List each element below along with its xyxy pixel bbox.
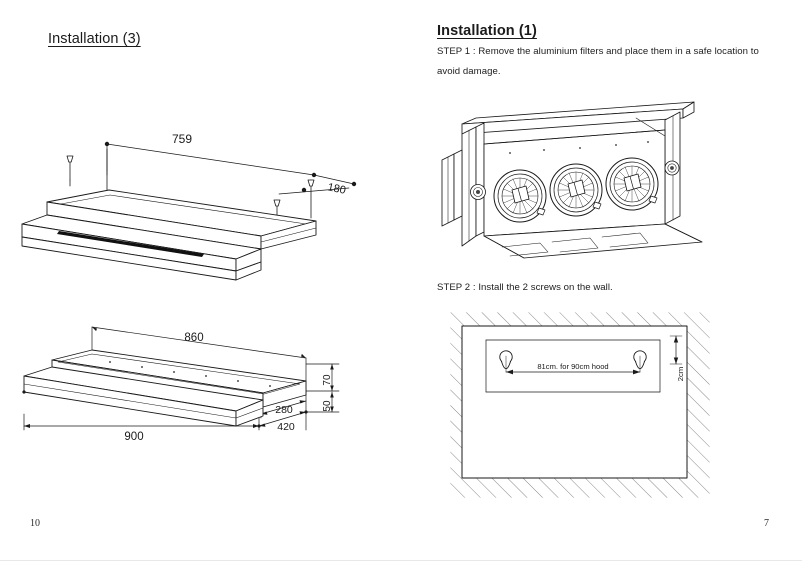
keyhole-screw-left: [499, 350, 513, 373]
blower-fan-assembly-2: [549, 163, 603, 217]
dimension-label-759: 759: [172, 132, 192, 146]
dimension-vertical-2cm: [669, 335, 683, 365]
hood-outline-guide: [485, 339, 661, 393]
dimension-label-900: 900: [124, 431, 143, 443]
dimension-180-leaders: [278, 174, 357, 195]
hood-body: [46, 201, 317, 250]
dimension-900: [23, 413, 260, 431]
dimension-50: [305, 391, 340, 413]
keyhole-screw-right: [633, 350, 647, 373]
hood-base-slab: [21, 236, 262, 281]
label-screw-spacing: 81cm. for 90cm hood: [537, 362, 608, 371]
page-title-right: Installation (1): [437, 23, 537, 39]
hinge-boss-left: [470, 184, 486, 200]
corner-markers: [22, 390, 308, 428]
figure-hood-overall-dimensions: 860 900 280 420 70 50: [14, 318, 374, 443]
dimension-label-70: 70: [322, 374, 333, 386]
figure-wall-screw-layout: 81cm. for 90cm hood 2cm: [450, 312, 710, 498]
page-bottom-rule: [0, 560, 802, 561]
step-1-instruction: STEP 1 : Remove the aluminium filters an…: [437, 46, 759, 77]
page-number-right: 7: [764, 518, 769, 529]
step-2-instruction: STEP 2 : Install the 2 screws on the wal…: [437, 282, 613, 293]
filter-panel-open: [483, 223, 703, 259]
dimension-70: [305, 363, 340, 392]
dimension-label-180: 180: [326, 181, 346, 197]
dimension-759-leaders: [104, 141, 317, 178]
hood-front-visor: [21, 214, 262, 272]
hinge-boss-right: [664, 160, 680, 176]
left-post: [461, 122, 485, 247]
blower-fan-assembly-1: [493, 169, 547, 223]
filter-flap-left: [441, 149, 463, 227]
hood-base-box: [23, 366, 264, 427]
hood-top-rail: [461, 101, 695, 135]
dimension-label-420: 420: [277, 421, 295, 433]
blower-fan-assembly-3: [605, 157, 659, 211]
dimension-label-860: 860: [184, 332, 203, 344]
figure-hood-exploded-top-view: 759 180: [14, 118, 374, 281]
figure-hood-interior-fans: [440, 96, 720, 271]
page-number-left: 10: [30, 518, 40, 529]
page-title-left: Installation (3): [48, 31, 141, 47]
wall-opening-outline: [461, 325, 688, 479]
dimension-label-280: 280: [275, 404, 293, 416]
label-top-gap: 2cm: [676, 367, 685, 381]
dimension-horizontal-spacing: [505, 369, 641, 375]
dimension-label-50: 50: [322, 400, 333, 412]
